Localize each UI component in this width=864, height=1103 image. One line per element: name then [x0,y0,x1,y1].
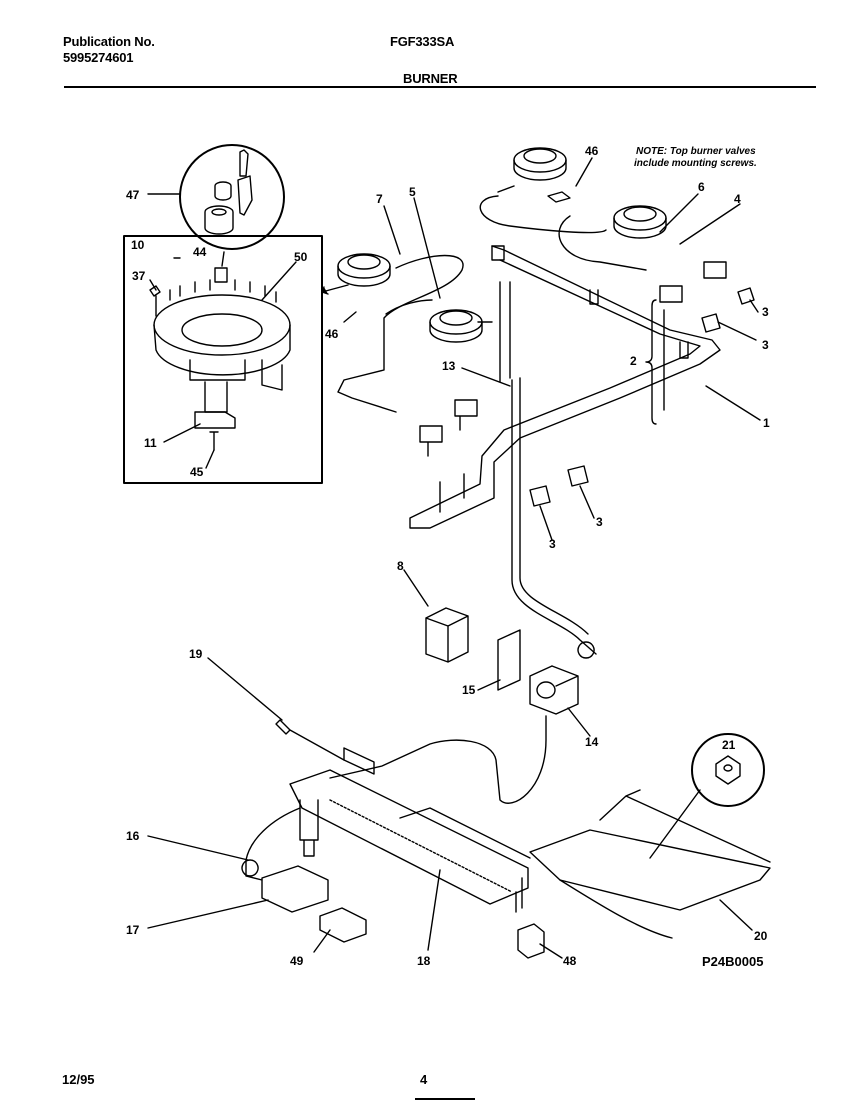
burner-detail-box [123,235,323,484]
callout-11: 11 [144,436,157,450]
callout-18: 18 [417,954,431,968]
top-burner-rear-left [337,253,391,287]
ignitor [343,747,375,775]
callout-2: 2 [630,354,637,368]
callout-5: 5 [409,185,416,199]
callout-19: 19 [189,647,203,661]
callout-50: 50 [294,250,308,264]
nut-part [214,181,232,201]
callout-37: 37 [132,269,146,283]
screw-part [239,149,249,177]
callout-49: 49 [290,954,304,968]
valve-brackets [529,287,755,507]
nut-21 [715,755,741,785]
callout-20: 20 [754,929,768,943]
screw-45 [209,431,219,451]
callout-8: 8 [397,559,404,573]
safety-valve [261,865,329,913]
regulator-bracket [497,629,521,691]
callout-47: 47 [126,188,140,202]
callout-6: 6 [698,180,705,194]
diagram-code: P24B0005 [702,954,763,969]
callout-3-d: 3 [549,537,556,551]
top-burner-rear-right [497,147,567,193]
callout-17: 17 [126,923,140,937]
top-burner-front-right [613,205,667,239]
bracket-49 [319,907,367,943]
ignitor-wire [275,719,345,761]
callout-7: 7 [376,192,383,206]
callout-3-a: 3 [762,305,769,319]
bracket-11 [194,411,236,429]
baffle [529,829,771,911]
header-rule [64,86,816,88]
model-number: FGF333SA [390,34,455,49]
note-line-2: include mounting screws. [634,158,757,169]
burner-tube-rear-right [479,195,607,234]
callout-14: 14 [585,735,599,749]
callout-45: 45 [190,465,204,479]
callout-3-c: 3 [596,515,603,529]
detail-circle-47 [179,144,285,250]
footer-date: 12/95 [62,1072,95,1087]
callout-13: 13 [442,359,456,373]
footer-rule [415,1098,475,1100]
burner-tube-5 [385,299,433,315]
burner-tube-7 [337,254,464,413]
part-8 [425,607,469,663]
detail-pointer [321,284,349,293]
callout-3-b: 3 [762,338,769,352]
burner-throat [204,381,228,413]
top-burner-front-left [429,309,493,343]
burner-valves [419,261,727,457]
callout-44: 44 [193,245,207,259]
page-number: 4 [420,1072,428,1087]
publication-label: Publication No. [63,34,155,49]
screw-37 [149,285,161,317]
callout-4: 4 [734,192,741,206]
publication-number: 5995274601 [63,50,134,65]
bracket-48-upper [547,191,571,203]
callout-16: 16 [126,829,140,843]
oven-burner [289,769,529,905]
manifold-pipe [409,245,721,529]
section-title: BURNER [403,71,458,86]
detail-circle-21 [691,733,765,807]
bracket-48-lower [517,923,545,959]
callout-46-top: 46 [585,144,599,158]
callout-1: 1 [763,416,770,430]
pilot-tube [245,807,301,881]
cap-ring-part [204,205,234,235]
callout-10: 10 [131,238,145,252]
callout-21: 21 [722,738,736,752]
oven-supply-line [329,715,547,804]
brace-2 [645,299,657,425]
note-line-1: NOTE: Top burner valves [636,146,756,157]
manifold-riser-13 [499,281,511,383]
part-44 [214,267,228,283]
pressure-regulator [529,665,579,715]
callout-46-left: 46 [325,327,339,341]
supply-line [511,379,597,655]
callout-15: 15 [462,683,476,697]
burner-tube-6 [558,215,647,271]
ignitor-mount [299,799,319,857]
callout-48: 48 [563,954,577,968]
